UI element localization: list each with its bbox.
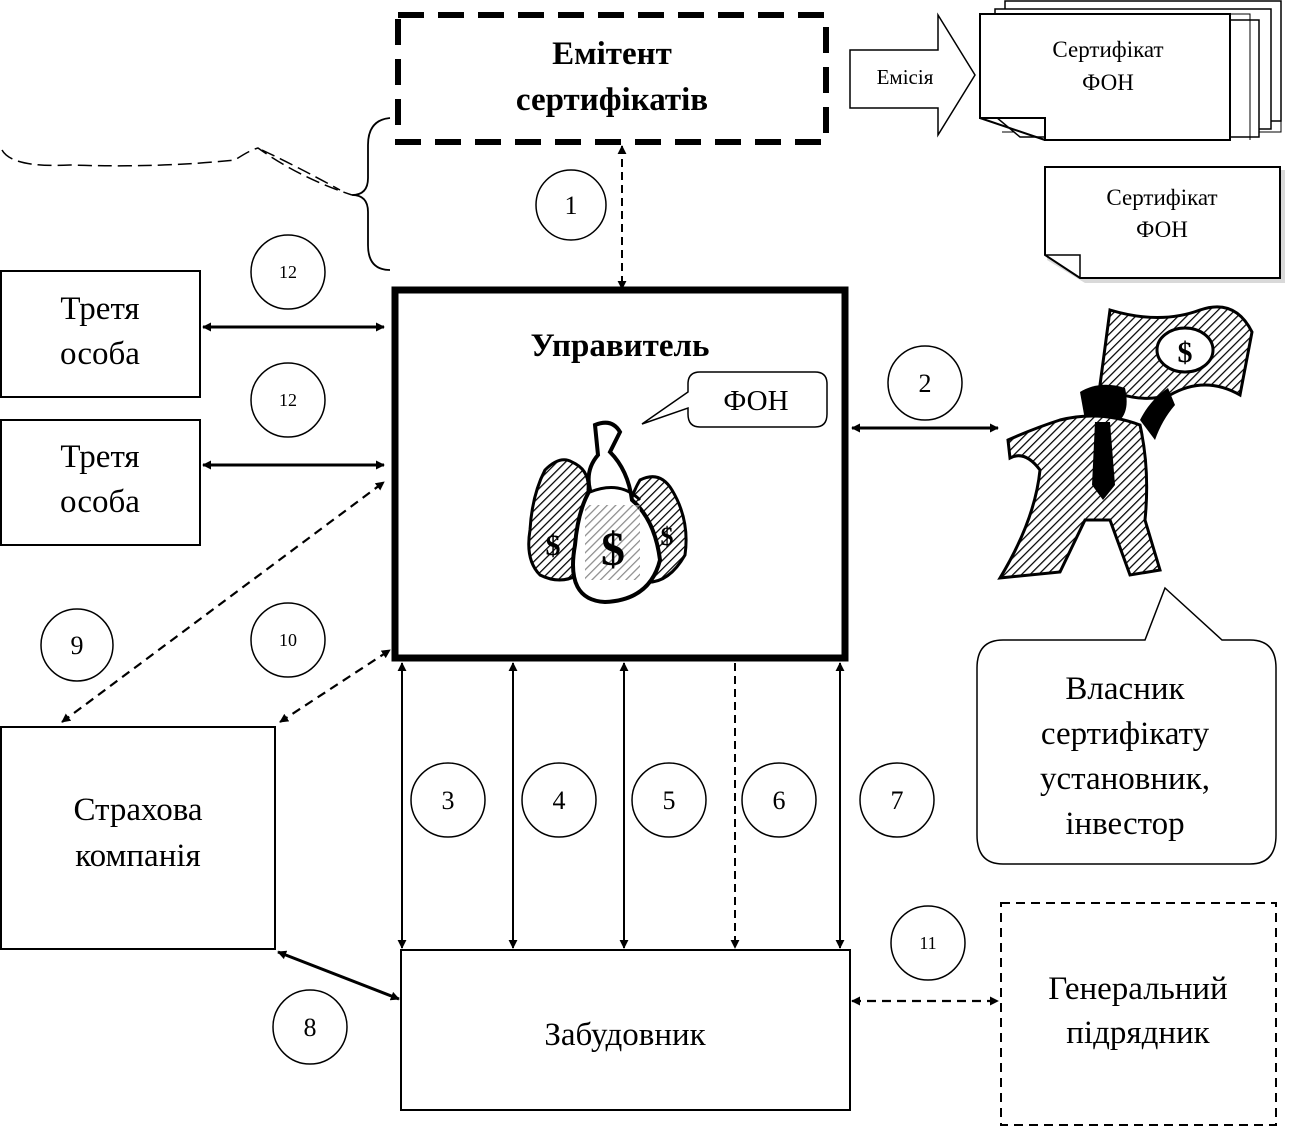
marker-4: 4 [521,762,597,838]
marker-12a-label: 12 [279,262,297,282]
developer-label: Забудовник [544,1017,706,1053]
banknote-symbol: $ [1178,336,1193,369]
investor-figure-icon: $ [997,305,1254,580]
third-party-2-line1: Третя [60,439,139,475]
manager-box: Управитель ФОН $ $ $ [391,286,849,662]
issuer-label-line1: Емітент [552,36,672,72]
arrow-9 [61,481,385,723]
marker-5-label: 5 [663,786,676,815]
marker-2: 2 [887,345,963,421]
third-party-1-line1: Третя [60,291,139,327]
marker-4-label: 4 [553,786,566,815]
arrows [61,145,999,1006]
insurance-line2: компанія [75,838,200,874]
marker-10: 10 [250,602,326,678]
marker-12b-label: 12 [279,390,297,410]
emission-arrow: Емісія [849,12,976,138]
marker-7: 7 [859,762,935,838]
money-bags-icon: $ $ $ [527,420,688,605]
arrow-10 [279,649,391,723]
third-party-box-2: Третя особа [0,419,201,546]
owner-line4: інвестор [1065,806,1184,842]
certificate-stack-line1: Сертифікат [1052,37,1163,62]
marker-11: 11 [890,905,966,981]
money-symbol-right: $ [661,522,674,551]
marker-6: 6 [741,762,817,838]
certificate-single: Сертифікат ФОН [1044,166,1285,283]
third-party-box-1: Третя особа [0,270,201,398]
marker-5: 5 [631,762,707,838]
brace-and-cloud [1,117,391,271]
marker-3-label: 3 [442,786,455,815]
marker-2-label: 2 [919,369,932,398]
marker-12b: 12 [250,362,326,438]
certificate-stack-line2: ФОН [1082,70,1134,95]
marker-7-label: 7 [891,786,904,815]
marker-11-label: 11 [919,933,936,953]
issuer-label-line2: сертифікатів [516,82,708,118]
marker-8: 8 [272,989,348,1065]
insurance-line1: Страхова [73,792,202,828]
owner-line3: установник, [1040,761,1210,797]
emission-label: Емісія [877,65,934,89]
certificate-single-line1: Сертифікат [1106,185,1217,210]
marker-6-label: 6 [773,786,786,815]
marker-1: 1 [535,169,607,241]
third-party-1-line2: особа [60,336,140,372]
manager-title: Управитель [530,328,709,364]
marker-9-label: 9 [71,631,84,660]
owner-line1: Власник [1065,671,1185,707]
owner-callout: Власник сертифікату установник, інвестор [976,586,1277,865]
marker-1-label: 1 [565,191,578,220]
marker-10-label: 10 [279,630,297,650]
issuer-box: Емітент сертифікатів [395,12,829,145]
relation-markers: 1 2 12 12 9 10 3 4 [40,169,966,1065]
money-symbol-center: $ [601,523,625,576]
fon-bubble: ФОН [641,371,828,428]
third-party-2-line2: особа [60,484,140,520]
general-contractor-box: Генеральний підрядник [1000,902,1277,1126]
owner-line2: сертифікату [1041,716,1210,752]
certificate-single-line2: ФОН [1136,217,1188,242]
marker-12a: 12 [250,234,326,310]
developer-box: Забудовник [400,949,851,1111]
marker-8-label: 8 [304,1013,317,1042]
money-symbol-left: $ [546,529,561,562]
fon-bubble-text: ФОН [723,385,788,417]
insurance-company-box: Страхова компанія [0,726,276,950]
general-contractor-line1: Генеральний [1048,971,1227,1007]
general-contractor-line2: підрядник [1066,1015,1210,1051]
marker-3: 3 [410,762,486,838]
certificate-stack: Сертифікат ФОН [979,0,1282,141]
marker-9: 9 [40,608,114,682]
arrow-8 [277,950,400,1001]
